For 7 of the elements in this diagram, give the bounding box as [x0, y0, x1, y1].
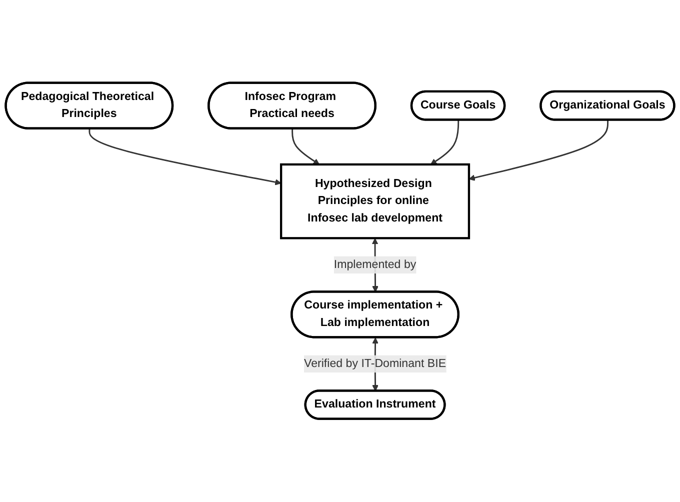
edge-label: Implemented by [334, 258, 416, 271]
arrow [88, 128, 282, 186]
arrow [292, 128, 320, 165]
node-box: Hypothesized Design Principles for online Infosec lab development [280, 164, 470, 240]
arrow [430, 120, 460, 165]
arrow [468, 120, 609, 182]
edge-label: Verified by IT-Dominant BIE [304, 358, 446, 370]
